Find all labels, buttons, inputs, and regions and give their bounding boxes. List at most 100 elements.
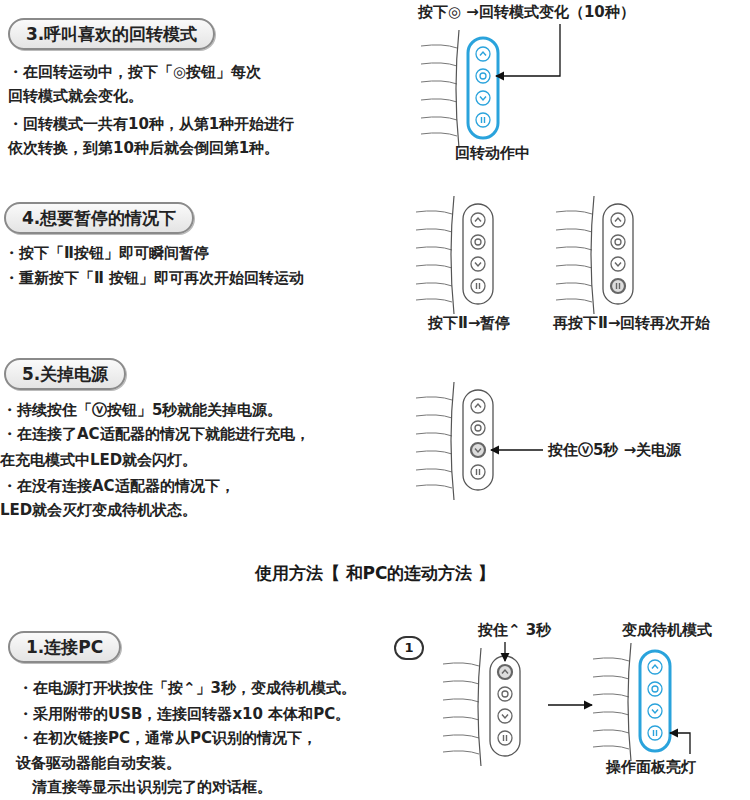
- control-panel: [556, 196, 633, 314]
- panel-button: [611, 279, 625, 293]
- label-text: 设备驱动器能自动安装。: [16, 753, 181, 773]
- housing-line: [556, 265, 592, 268]
- section-heading: 3.呼叫喜欢的回转模式: [8, 18, 215, 50]
- label-text: 在充电模式中LED就会闪灯。: [0, 450, 197, 470]
- housing-line: [416, 433, 452, 436]
- housing-line: [416, 247, 452, 250]
- housing-line: [416, 415, 452, 418]
- label-text: 回转动作中: [455, 143, 530, 163]
- label-text: ・在初次链接PC，通常从PC识别的情况下，: [18, 728, 317, 748]
- button-icon: [480, 97, 486, 101]
- housing-line: [416, 265, 452, 268]
- button-icon: [652, 665, 658, 669]
- heading-text: 1.连接PC: [26, 635, 103, 659]
- panel-outline: [468, 38, 498, 138]
- label-text: 清直接等显示出识别完了的对话框。: [32, 777, 272, 797]
- housing-line: [421, 63, 457, 66]
- leader-arrow: [491, 449, 543, 450]
- housing-edge: [591, 196, 594, 314]
- panel-button: [611, 213, 625, 227]
- housing-line: [593, 730, 629, 733]
- panel-outline: [463, 204, 493, 304]
- panel-button: [471, 465, 485, 479]
- housing-line: [443, 663, 479, 666]
- panel-button: [476, 47, 490, 61]
- panel-button: [498, 731, 512, 745]
- housing-edge: [628, 643, 631, 761]
- panel-outline: [640, 651, 670, 751]
- heading-text: 4.想要暂停的情况下: [22, 206, 176, 230]
- label-text: LED就会灭灯变成待机状态。: [0, 500, 197, 520]
- section-heading: 4.想要暂停的情况下: [4, 202, 194, 234]
- panel-button: [476, 91, 490, 105]
- button-icon: [475, 404, 481, 408]
- control-panel: [593, 643, 670, 761]
- button-icon: [475, 449, 481, 453]
- control-panel: [416, 382, 493, 500]
- housing-line: [556, 283, 592, 286]
- button-icon: [475, 239, 481, 245]
- housing-line: [556, 229, 592, 232]
- panel-button: [498, 687, 512, 701]
- panel-button: [471, 443, 485, 457]
- button-icon: [480, 52, 486, 56]
- panel-button: [611, 257, 625, 271]
- label-text: 按住⌃ 3秒: [478, 620, 551, 640]
- button-icon: [482, 117, 485, 123]
- button-icon: [615, 218, 621, 222]
- label-text: 依次转换，到第10种后就会倒回第1种。: [8, 138, 279, 158]
- button-icon: [615, 263, 621, 267]
- heading-text: 3.呼叫喜欢的回转模式: [26, 22, 197, 46]
- panel-outline: [490, 656, 520, 756]
- housing-line: [416, 283, 452, 286]
- housing-line: [593, 746, 629, 749]
- panel-button: [471, 257, 485, 271]
- housing-line: [416, 451, 452, 454]
- panel-button: [476, 69, 490, 83]
- control-panel: [443, 648, 520, 766]
- label-text: ・按下「Ⅱ按钮」即可瞬间暂停: [4, 243, 209, 263]
- label-text: 回转模式就会变化。: [8, 86, 143, 106]
- panel-button: [498, 665, 512, 679]
- housing-line: [443, 735, 479, 738]
- button-icon: [502, 691, 508, 697]
- label-text: ・重新按下「Ⅱ 按钮」即可再次开始回转运动: [4, 268, 304, 288]
- housing-line: [421, 117, 457, 120]
- housing-edge: [451, 196, 454, 314]
- label-text: ・在电源打开状按住「按⌃」3秒，变成待机模式。: [18, 678, 356, 698]
- panel-button: [476, 113, 490, 127]
- button-icon: [502, 670, 508, 674]
- button-icon: [475, 425, 481, 431]
- housing-line: [443, 699, 479, 702]
- label-text: 按住ⓥ5秒 →关电源: [548, 440, 681, 460]
- button-icon: [480, 73, 486, 79]
- panel-button: [471, 279, 485, 293]
- housing-line: [593, 694, 629, 697]
- housing-edge: [478, 648, 481, 766]
- housing-edge: [451, 382, 454, 500]
- callout-number: 1: [394, 636, 424, 660]
- housing-line: [443, 751, 479, 754]
- control-panel: [416, 196, 493, 314]
- housing-line: [421, 133, 457, 136]
- housing-line: [416, 397, 452, 400]
- label-text: 按下Ⅱ→暂停: [428, 313, 510, 333]
- housing-line: [443, 717, 479, 720]
- housing-line: [421, 45, 457, 48]
- housing-line: [416, 229, 452, 232]
- leader-arrow: [670, 733, 690, 754]
- housing-line: [556, 299, 592, 302]
- heading-text: 1: [396, 638, 422, 658]
- label-text: 操作面板亮灯: [606, 757, 696, 777]
- button-icon: [617, 283, 620, 289]
- label-text: ・采用附带的USB，连接回转器x10 本体和PC。: [18, 704, 350, 724]
- panel-button: [611, 235, 625, 249]
- section-title: 使用方法【 和PC的连动方法 】: [0, 561, 750, 585]
- button-icon: [477, 283, 480, 289]
- button-icon: [654, 730, 657, 736]
- button-icon: [477, 469, 480, 475]
- section-heading: 5.关掉电源: [4, 358, 126, 390]
- label-text: 变成待机模式: [622, 620, 712, 640]
- button-icon: [504, 735, 507, 741]
